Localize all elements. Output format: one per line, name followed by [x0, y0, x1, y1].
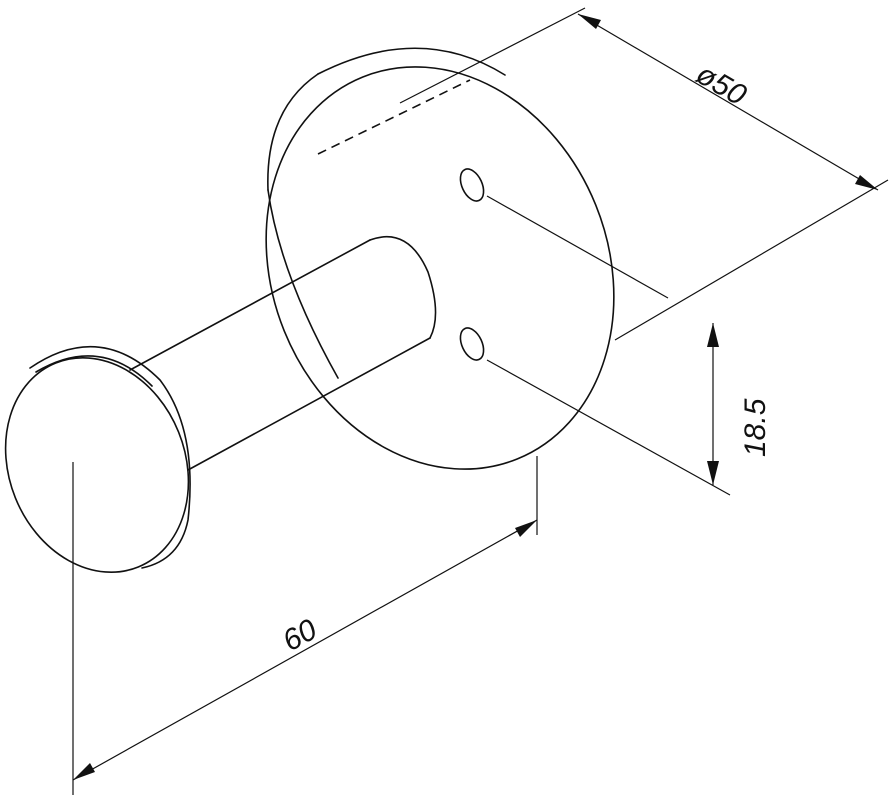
hook-rod: [129, 236, 437, 471]
height-label: 18.5: [739, 398, 772, 457]
screw-hole-top: [459, 168, 485, 202]
diameter-label: ø50: [690, 58, 752, 113]
screw-hole-bottom: [459, 327, 485, 361]
length-label: 60: [277, 613, 323, 658]
dimension-length: 60: [72, 456, 538, 795]
dimension-diameter: ø50: [399, 7, 889, 341]
dimension-height: 18.5: [486, 195, 772, 496]
hook-knob: [4, 345, 191, 573]
hidden-axis-line: [317, 79, 471, 155]
base-plate: [265, 47, 615, 470]
